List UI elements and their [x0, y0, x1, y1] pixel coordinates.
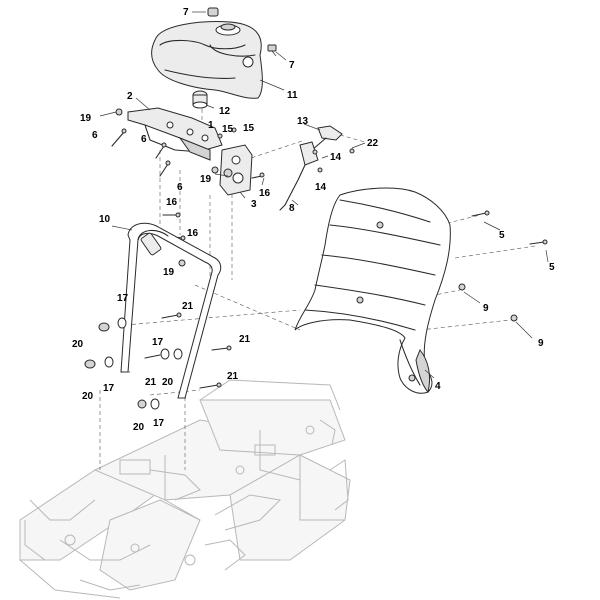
callout-9: 9	[538, 338, 544, 349]
callout-11: 11	[287, 90, 298, 101]
handle-bar-part-10	[120, 222, 222, 399]
callout-7: 7	[289, 60, 295, 71]
chassis-frame	[19, 379, 351, 599]
callout-6: 6	[92, 130, 98, 141]
callout-21: 21	[145, 377, 157, 388]
callout-5: 5	[549, 262, 555, 273]
callout-10: 10	[99, 214, 111, 225]
callout-21: 21	[182, 301, 194, 312]
grommet-part-12	[192, 90, 208, 109]
lever-part-8	[279, 125, 343, 211]
callout-14: 14	[330, 152, 342, 163]
leader-lines	[99, 11, 549, 379]
callout-21: 21	[239, 334, 251, 345]
callout-20: 20	[72, 339, 84, 350]
callout-15: 15	[222, 124, 234, 135]
callout-5: 5	[499, 230, 505, 241]
callout-1: 1	[208, 120, 214, 131]
callout-7: 7	[183, 7, 189, 18]
callout-19: 19	[163, 267, 175, 278]
callout-17: 17	[152, 337, 164, 348]
callout-17: 17	[153, 418, 165, 429]
right-screws	[458, 210, 548, 322]
plate-part-3	[219, 144, 253, 196]
callout-16: 16	[166, 197, 178, 208]
callout-20: 20	[162, 377, 174, 388]
callout-15: 15	[243, 123, 255, 134]
top-cover-part-11	[151, 21, 263, 99]
callout-17: 17	[103, 383, 115, 394]
callout-13: 13	[297, 116, 309, 127]
callout-16: 16	[187, 228, 199, 239]
callout-12: 12	[219, 106, 231, 117]
callout-4: 4	[435, 381, 441, 392]
callout-20: 20	[133, 422, 145, 433]
callout-21: 21	[227, 371, 239, 382]
callout-3: 3	[251, 199, 257, 210]
callout-16: 16	[259, 188, 271, 199]
callout-6: 6	[141, 134, 147, 145]
callout-14: 14	[315, 182, 327, 193]
callout-17: 17	[117, 293, 129, 304]
screw-set	[111, 108, 355, 267]
callout-labels: 7 7 11 2 12 19 1 6 6 15 15 13 22 14 14 1…	[72, 7, 555, 433]
callout-6: 6	[177, 182, 183, 193]
fastener-set	[84, 312, 232, 410]
callout-8: 8	[289, 203, 295, 214]
callout-20: 20	[82, 391, 94, 402]
callout-19: 19	[200, 174, 212, 185]
shroud-part-4	[294, 187, 451, 394]
callout-9: 9	[483, 303, 489, 314]
mounting-bracket-part-2	[127, 107, 223, 161]
callout-22: 22	[367, 138, 379, 149]
knob-part-7	[207, 7, 277, 57]
callout-19: 19	[80, 113, 92, 124]
callout-2: 2	[127, 91, 133, 102]
